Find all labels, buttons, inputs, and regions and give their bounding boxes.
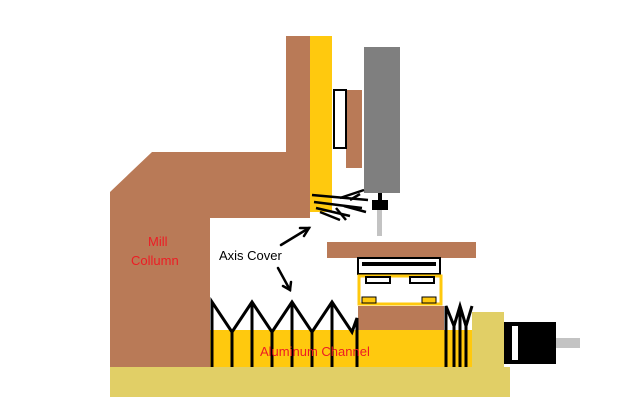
table-top bbox=[327, 242, 476, 258]
spindle-nut bbox=[378, 193, 382, 201]
motor-shaft bbox=[556, 338, 580, 348]
carriage-foot-right bbox=[421, 296, 437, 304]
axis-cover-arrow-lower bbox=[276, 266, 293, 293]
axis-cover-arrow-upper bbox=[279, 226, 312, 247]
end-block bbox=[472, 312, 504, 367]
spindle-collet bbox=[372, 200, 388, 210]
base-plate bbox=[110, 367, 510, 397]
right-bellows bbox=[444, 300, 474, 367]
z-carriage-plate bbox=[346, 90, 362, 168]
stepper-motor bbox=[504, 322, 556, 364]
carriage-block-right bbox=[409, 276, 435, 284]
carriage-block-left bbox=[365, 276, 391, 284]
horizontal-channel bbox=[210, 330, 472, 367]
carriage-foot-left bbox=[361, 296, 377, 304]
motor-band bbox=[512, 326, 518, 360]
label-mill-column-2: Collumn bbox=[131, 253, 179, 268]
mill-column bbox=[110, 36, 310, 367]
vertical-channel bbox=[310, 36, 332, 212]
label-aluminum-channel: Aluminum Channel bbox=[260, 344, 370, 359]
label-mill-column-1: Mill bbox=[148, 234, 168, 249]
z-rail-slot bbox=[333, 89, 347, 149]
label-axis-cover: Axis Cover bbox=[219, 248, 283, 263]
saddle-block bbox=[358, 306, 444, 330]
left-bellows bbox=[210, 297, 359, 367]
spindle-bit bbox=[377, 210, 382, 236]
spindle-body bbox=[364, 47, 400, 193]
vertical-bellows bbox=[311, 188, 369, 222]
table-carriage-bar bbox=[362, 262, 436, 266]
